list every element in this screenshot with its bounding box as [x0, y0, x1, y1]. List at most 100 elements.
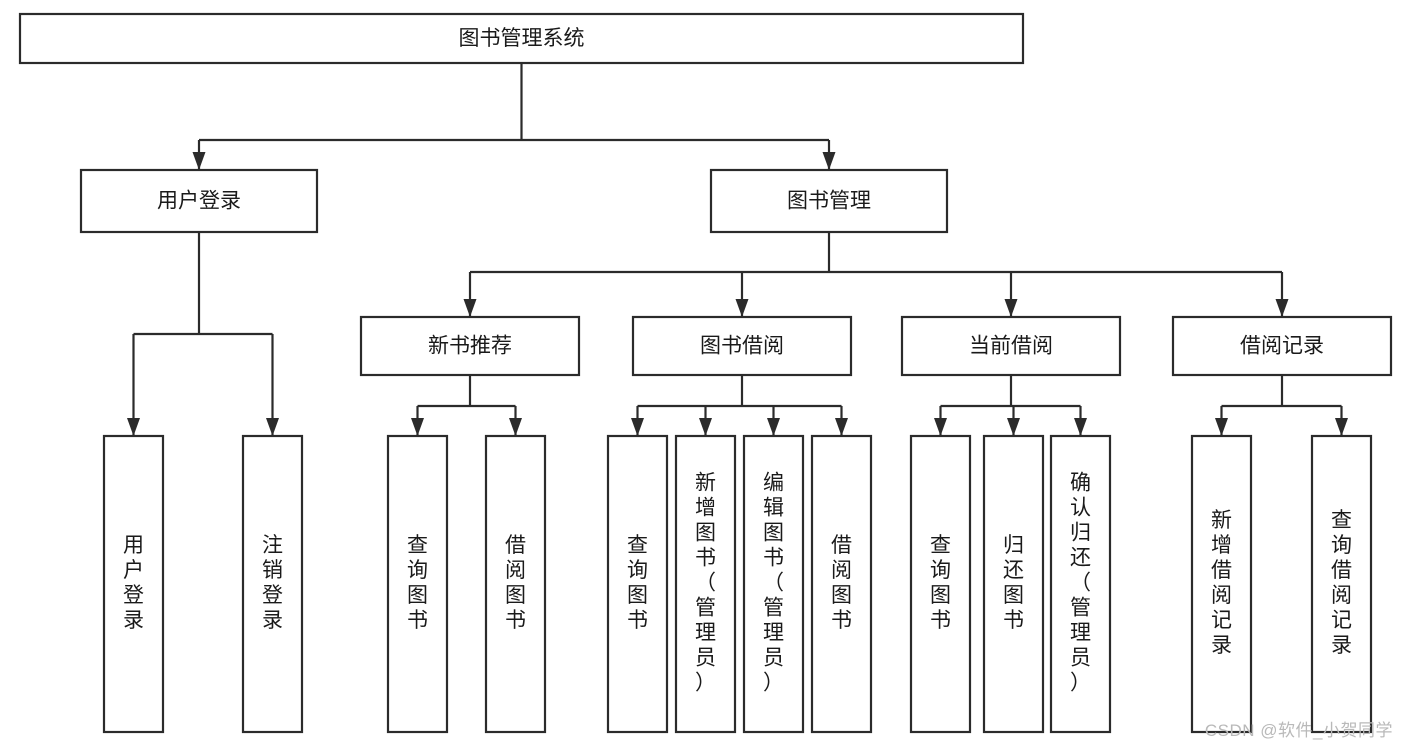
arrow-head-icon	[411, 418, 424, 436]
arrow-head-icon	[1007, 418, 1020, 436]
node-leaf-8-label-char: 图	[930, 584, 951, 607]
node-leaf-6-rect	[742, 434, 805, 734]
node-leaf-10-label-char: 员	[1070, 647, 1091, 670]
node-leaf-9[interactable]: 归还图书归还图书	[982, 434, 1045, 734]
node-leaf-12-label-char: 阅	[1331, 584, 1352, 607]
node-leaf-8-label-char: 询	[930, 559, 951, 582]
node-leaf-7[interactable]: 借阅图书借阅图书	[810, 434, 873, 734]
node-leaf-5-label-char: 增	[695, 497, 716, 520]
node-leaf-6-label-char: 书	[763, 547, 784, 570]
node-leaf-11[interactable]: 新增借阅记录新增借阅记录	[1190, 434, 1253, 734]
node-leaf-4-label-char: 询	[627, 559, 648, 582]
node-leaf-7-rect	[810, 434, 873, 734]
node-leaf-11-label-char: 阅	[1211, 584, 1232, 607]
node-level2-0-rect	[79, 168, 319, 234]
node-leaf-8-rect	[909, 434, 972, 734]
node-leaf-3[interactable]: 借阅图书借阅图书	[484, 434, 547, 734]
arrow-head-icon	[266, 418, 279, 436]
node-leaf-10-rect	[1049, 434, 1112, 734]
edge-layer	[127, 63, 1348, 436]
node-leaf-1-label-char: 录	[262, 609, 283, 632]
node-leaf-5-label-char: 书	[695, 547, 716, 570]
node-leaf-1[interactable]: 注销登录注销登录	[241, 434, 304, 734]
node-layer: 图书管理系统用户登录图书管理新书推荐图书借阅当前借阅借阅记录用户登录用户登录注销…	[18, 12, 1393, 734]
arrow-head-icon	[1335, 418, 1348, 436]
node-leaf-11-label-char: 借	[1211, 559, 1232, 582]
node-leaf-5-label-char: ）	[695, 672, 716, 695]
node-level2-0[interactable]: 用户登录	[79, 168, 319, 234]
node-leaf-12-rect	[1310, 434, 1373, 734]
node-level3-2[interactable]: 当前借阅	[900, 315, 1122, 377]
node-leaf-12-label-char: 询	[1331, 534, 1352, 557]
node-level3-0[interactable]: 新书推荐	[359, 315, 581, 377]
node-leaf-6-label-char: 辑	[763, 497, 784, 520]
node-leaf-12[interactable]: 查询借阅记录查询借阅记录	[1310, 434, 1373, 734]
node-leaf-1-rect	[241, 434, 304, 734]
node-leaf-12-label-char: 录	[1331, 634, 1352, 657]
node-leaf-10-label-char: 管	[1070, 597, 1091, 620]
node-leaf-8-label-char: 书	[930, 609, 951, 632]
node-leaf-0-label-char: 户	[123, 559, 144, 582]
node-leaf-9-rect	[982, 434, 1045, 734]
node-root-label: 图书管理系统	[459, 27, 585, 50]
node-level3-0-label: 新书推荐	[428, 335, 512, 358]
arrow-head-icon	[1215, 418, 1228, 436]
node-leaf-10-label-char: ）	[1070, 672, 1091, 695]
arrow-head-icon	[463, 299, 477, 317]
node-leaf-6-label-char: 理	[763, 622, 784, 645]
node-leaf-4[interactable]: 查询图书查询图书	[606, 434, 669, 734]
node-leaf-2-label-char: 询	[407, 559, 428, 582]
node-leaf-9-label-char: 书	[1003, 609, 1024, 632]
node-level3-1-rect	[631, 315, 853, 377]
watermark-text: CSDN @软件_小贺同学	[1204, 721, 1393, 740]
node-leaf-2[interactable]: 查询图书查询图书	[386, 434, 449, 734]
node-level3-2-rect	[900, 315, 1122, 377]
node-leaf-10-label-char: 认	[1070, 497, 1091, 520]
node-leaf-2-label-char: 查	[407, 534, 428, 557]
node-leaf-6-label-char: 图	[763, 522, 784, 545]
node-level2-1[interactable]: 图书管理	[709, 168, 949, 234]
node-leaf-0-label-char: 录	[123, 609, 144, 632]
node-leaf-7-label-char: 图	[831, 584, 852, 607]
node-leaf-5-label-char: 员	[695, 647, 716, 670]
node-leaf-10-label-char: 归	[1070, 522, 1091, 545]
node-leaf-9-label-char: 归	[1003, 534, 1024, 557]
arrow-head-icon	[767, 418, 780, 436]
node-leaf-6-label-char: 编	[763, 472, 784, 495]
node-level2-1-label: 图书管理	[787, 190, 871, 213]
node-leaf-5-label-char: 新	[695, 472, 716, 495]
node-leaf-0-label-char: 登	[123, 584, 144, 607]
node-root-rect	[18, 12, 1025, 65]
node-leaf-10-label-char: 确	[1070, 472, 1091, 495]
arrow-head-icon	[934, 418, 947, 436]
arrow-head-icon	[835, 418, 848, 436]
node-leaf-3-label-char: 书	[505, 609, 526, 632]
node-leaf-7-label-char: 书	[831, 609, 852, 632]
node-leaf-11-label-char: 录	[1211, 634, 1232, 657]
node-leaf-2-rect	[386, 434, 449, 734]
node-leaf-1-label-char: 销	[262, 559, 283, 582]
arrow-head-icon	[631, 418, 644, 436]
node-level3-3-rect	[1171, 315, 1393, 377]
node-leaf-11-label-char: 新	[1211, 509, 1232, 532]
node-leaf-6-label-char: 管	[763, 597, 784, 620]
node-level3-1[interactable]: 图书借阅	[631, 315, 853, 377]
node-leaf-0[interactable]: 用户登录用户登录	[102, 434, 165, 734]
node-root[interactable]: 图书管理系统	[18, 12, 1025, 65]
node-level3-1-label: 图书借阅	[700, 335, 784, 358]
node-leaf-11-label-char: 记	[1211, 609, 1232, 632]
node-level3-3[interactable]: 借阅记录	[1171, 315, 1393, 377]
arrow-head-icon	[1074, 418, 1087, 436]
arrow-head-icon	[1275, 299, 1289, 317]
node-leaf-12-label-char: 记	[1331, 609, 1352, 632]
arrow-head-icon	[1004, 299, 1018, 317]
arrow-head-icon	[699, 418, 712, 436]
node-leaf-8[interactable]: 查询图书查询图书	[909, 434, 972, 734]
node-leaf-0-label-char: 用	[123, 534, 144, 557]
node-leaf-10-label-char: 理	[1070, 622, 1091, 645]
arrow-head-icon	[735, 299, 749, 317]
